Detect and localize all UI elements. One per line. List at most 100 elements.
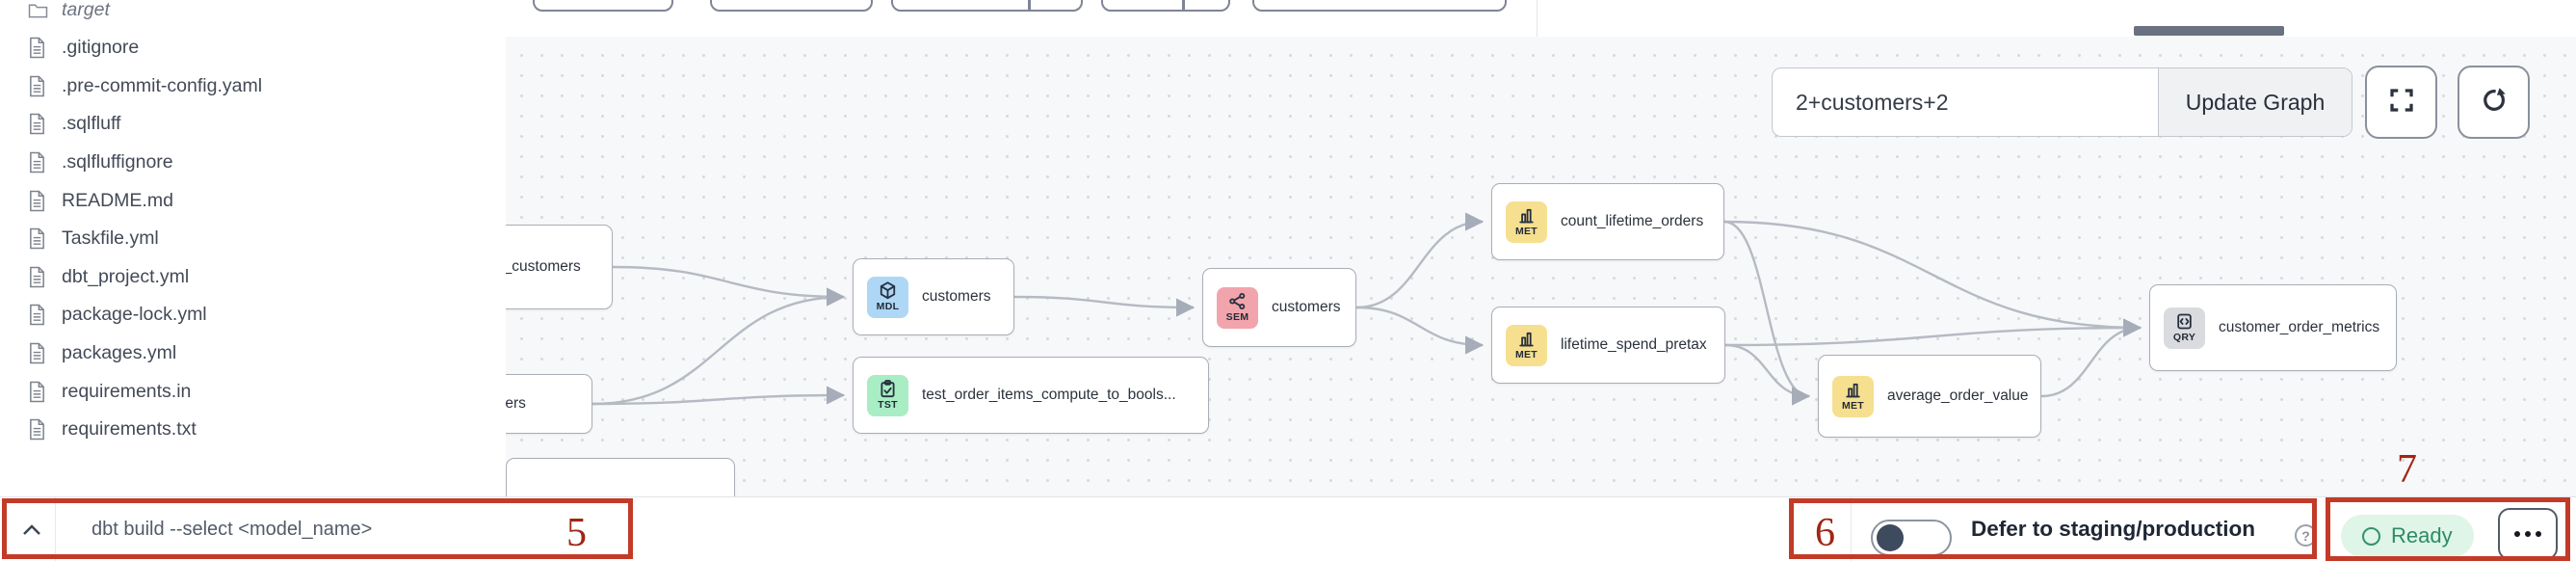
- file-item-README-md[interactable]: README.md: [0, 181, 506, 220]
- file-item--gitignore[interactable]: .gitignore: [0, 29, 506, 67]
- more-options-button[interactable]: [2498, 508, 2558, 560]
- semantic-branch-icon: [1229, 293, 1246, 309]
- status-ring-icon: [2362, 526, 2380, 546]
- query-doc-icon: [2177, 313, 2192, 330]
- file-icon: [30, 151, 44, 174]
- file-item-packages-yml[interactable]: packages.yml: [0, 334, 506, 372]
- file-name: README.md: [62, 189, 173, 211]
- edge-orders-to-test_bools: [591, 386, 846, 406]
- metric-chart-icon: [1846, 383, 1860, 398]
- file-item--sqlfluffignore[interactable]: .sqlfluffignore: [0, 143, 506, 181]
- node-label: stg_customers: [506, 258, 581, 275]
- node-type-chip: MET: [1506, 200, 1547, 243]
- edge-customers_mdl-to-customers_sem: [1013, 295, 1196, 317]
- file-item-Taskfile-yml[interactable]: Taskfile.yml: [0, 220, 506, 258]
- file-item--pre-commit-config-yaml[interactable]: .pre-commit-config.yaml: [0, 67, 506, 105]
- edge-customers_sem-to-lifetime_spend_pretax: [1355, 306, 1485, 355]
- file-icon: [30, 418, 44, 441]
- folder-item-target[interactable]: target: [0, 0, 506, 29]
- toolbar-button-group-cutoff[interactable]: [891, 0, 1083, 12]
- graph-node-customers_mdl[interactable]: MDL customers: [853, 258, 1014, 335]
- file-name: dbt_project.yml: [62, 265, 190, 287]
- toolbar-divider: [1028, 0, 1031, 12]
- refresh-button[interactable]: [2458, 66, 2530, 139]
- fullscreen-button[interactable]: [2365, 66, 2437, 139]
- node-label: orders: [506, 395, 526, 412]
- file-name: target: [62, 0, 110, 20]
- collapse-panel-button[interactable]: [13, 512, 50, 548]
- graph-selector-input[interactable]: 2+customers+2: [1796, 89, 1949, 115]
- edge-stg_customers-to-customers_mdl: [612, 265, 846, 307]
- graph-node-orders[interactable]: MDL orders: [506, 374, 592, 434]
- file-item-dbt-project-yml[interactable]: dbt_project.yml: [0, 257, 506, 296]
- test-clipboard-icon: [881, 380, 895, 398]
- file-icon: [30, 342, 44, 364]
- graph-node-stg_customers[interactable]: MDL stg_customers: [506, 225, 613, 309]
- folder-icon: [28, 4, 48, 17]
- graph-node-test_bools[interactable]: TST test_order_items_compute_to_bools...: [853, 357, 1209, 434]
- toolbar-button-cutoff[interactable]: [533, 0, 673, 12]
- node-type-chip: SEM: [1217, 286, 1258, 329]
- file-icon: [30, 190, 44, 211]
- toolbar-section-divider: [1537, 0, 1538, 37]
- metric-chart-icon: [1519, 208, 1534, 224]
- file-icon: [30, 266, 44, 287]
- graph-node-customer_order_metrics[interactable]: QRY customer_order_metrics: [2149, 284, 2397, 371]
- command-bar-divider: [55, 497, 56, 561]
- node-label: test_order_items_compute_to_bools...: [922, 387, 1176, 403]
- file-icon: [30, 37, 44, 59]
- node-label: average_order_value: [1887, 387, 2029, 404]
- fullscreen-icon: [2387, 86, 2416, 120]
- edge-lifetime_spend_pretax-to-average_order_value: [1724, 343, 1811, 406]
- node-type-chip: TST: [867, 374, 908, 416]
- file-item--sqlfluff[interactable]: .sqlfluff: [0, 105, 506, 144]
- model-cube-icon: [880, 281, 896, 300]
- file-icon: [30, 305, 44, 326]
- node-label: customer_order_metrics: [2219, 319, 2380, 335]
- file-name: package-lock.yml: [62, 304, 207, 326]
- node-label: lifetime_spend_pretax: [1561, 336, 1707, 353]
- ellipsis-icon: [2514, 531, 2520, 537]
- status-badge: Ready: [2341, 515, 2474, 557]
- edge-layer: [591, 212, 2142, 406]
- help-icon[interactable]: ?: [2295, 524, 2317, 547]
- cutoff-panel[interactable]: [506, 458, 735, 496]
- file-name: Taskfile.yml: [62, 227, 159, 250]
- toggle-knob: [1877, 524, 1904, 551]
- file-explorer: target .gitignore .pre-commit-config.yam…: [0, 0, 507, 496]
- edge-customers_sem-to-count_lifetime_orders: [1355, 212, 1485, 309]
- file-name: packages.yml: [62, 341, 177, 363]
- command-bar-divider: [1851, 497, 1852, 561]
- file-item-package-lock-yml[interactable]: package-lock.yml: [0, 296, 506, 334]
- edge-orders-to-customers_mdl: [591, 287, 846, 406]
- update-graph-button[interactable]: Update Graph: [2158, 68, 2352, 136]
- file-icon: [30, 381, 44, 402]
- file-name: .gitignore: [62, 37, 140, 59]
- toolbar-button-cutoff[interactable]: [710, 0, 873, 12]
- node-type-chip: MET: [1832, 375, 1874, 417]
- status-text: Ready: [2391, 523, 2453, 548]
- graph-node-lifetime_spend_pretax[interactable]: MET lifetime_spend_pretax: [1491, 307, 1725, 384]
- node-label: customers: [922, 288, 991, 305]
- command-input[interactable]: dbt build --select <model_name>: [92, 518, 373, 540]
- metric-chart-icon: [1519, 332, 1534, 347]
- graph-node-average_order_value[interactable]: MET average_order_value: [1818, 355, 2041, 438]
- file-item-requirements-in[interactable]: requirements.in: [0, 372, 506, 411]
- file-name: requirements.in: [62, 380, 192, 402]
- file-name: .sqlfluffignore: [62, 150, 173, 173]
- defer-toggle[interactable]: [1871, 520, 1952, 556]
- file-name: requirements.txt: [62, 418, 197, 441]
- toolbar-divider: [1182, 0, 1185, 12]
- node-type-chip: MET: [1506, 324, 1547, 366]
- file-icon: [30, 227, 44, 250]
- edge-lifetime_spend_pretax-to-customer_order_metrics: [1724, 318, 2142, 347]
- active-tab-indicator: [2134, 26, 2284, 36]
- defer-label: Defer to staging/production: [1971, 517, 2255, 541]
- file-icon: [30, 114, 44, 135]
- node-label: customers: [1272, 299, 1341, 315]
- toolbar-button-cutoff[interactable]: [1252, 0, 1507, 12]
- toolbar-button-group-cutoff[interactable]: [1101, 0, 1230, 12]
- file-item-requirements-txt[interactable]: requirements.txt: [0, 411, 506, 449]
- graph-node-count_lifetime_orders[interactable]: MET count_lifetime_orders: [1491, 183, 1724, 260]
- graph-node-customers_sem[interactable]: SEM customers: [1202, 268, 1356, 347]
